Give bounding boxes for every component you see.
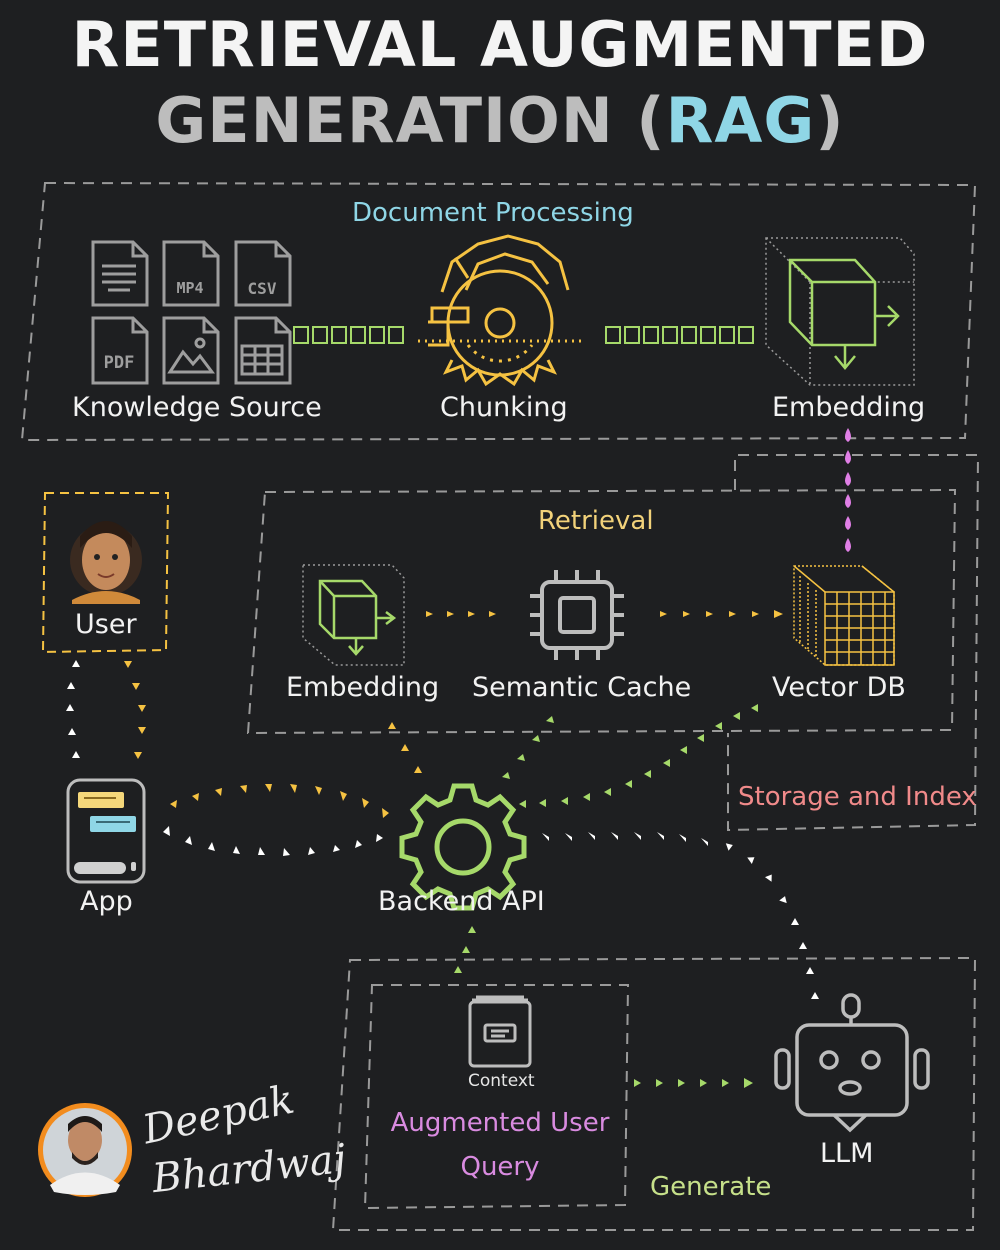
vectordb-to-backend-arrows bbox=[519, 704, 758, 808]
llm-label: LLM bbox=[820, 1138, 874, 1169]
retrieval-border bbox=[246, 488, 957, 735]
embedding-to-vectordb-drops bbox=[845, 428, 851, 552]
title-prefix: GENERATION ( bbox=[155, 84, 666, 157]
embedding-cube-icon-retrieval bbox=[302, 564, 405, 666]
title-line-1: RETRIEVAL AUGMENTED bbox=[71, 8, 929, 81]
augmented-query-label-line1: Augmented User bbox=[390, 1108, 610, 1138]
augmented-query-border bbox=[363, 984, 630, 1210]
embedding-label-top: Embedding bbox=[772, 392, 926, 423]
mp4-file-label: MP4 bbox=[176, 279, 204, 297]
user-to-app-arrows bbox=[124, 661, 146, 759]
vector-db-cube-icon bbox=[793, 565, 895, 666]
llm-to-backend-arrows bbox=[542, 832, 819, 999]
title-suffix: ) bbox=[815, 84, 845, 157]
knowledge-source-label: Knowledge Source bbox=[72, 392, 322, 423]
text-file-icon bbox=[91, 240, 149, 307]
app-to-backend-arrows bbox=[170, 784, 389, 818]
author-avatar bbox=[38, 1103, 132, 1197]
section-label-storage-and-index: Storage and Index bbox=[738, 782, 977, 812]
semantic-cache-chip-icon bbox=[530, 570, 624, 660]
generate-border bbox=[331, 956, 977, 1231]
chunk-boxes-left bbox=[293, 326, 404, 344]
title-rag-highlight: RAG bbox=[665, 84, 816, 157]
csv-file-icon bbox=[234, 240, 292, 307]
context-document-icon bbox=[468, 995, 532, 1068]
image-file-icon bbox=[162, 316, 220, 385]
app-to-user-arrows bbox=[66, 660, 80, 758]
backend-to-embedding-arrows bbox=[388, 722, 422, 773]
user-avatar bbox=[70, 521, 142, 604]
user-label: User bbox=[75, 609, 137, 640]
augmented-query-label-line2: Query bbox=[460, 1152, 540, 1182]
embedding-label-retrieval: Embedding bbox=[286, 672, 440, 703]
semantic-cache-label: Semantic Cache bbox=[472, 672, 692, 703]
llm-robot-icon bbox=[774, 993, 930, 1133]
query-to-llm-arrows bbox=[634, 1078, 753, 1088]
backend-api-label: Backend API bbox=[378, 886, 545, 917]
app-phone-icon bbox=[66, 778, 146, 884]
document-processing-border bbox=[20, 181, 977, 442]
storage-index-border bbox=[727, 454, 980, 832]
pdf-file-icon bbox=[91, 316, 149, 385]
chunking-label: Chunking bbox=[440, 392, 568, 423]
backend-gear-icon bbox=[399, 783, 527, 911]
circular-saw-icon bbox=[418, 234, 582, 387]
chunk-boxes-right bbox=[605, 326, 754, 344]
mp4-file-icon bbox=[162, 240, 220, 307]
app-label: App bbox=[80, 886, 133, 917]
embedding-cube-icon-top bbox=[765, 237, 915, 386]
context-label: Context bbox=[468, 1071, 535, 1091]
user-border bbox=[41, 492, 170, 654]
section-label-generate: Generate bbox=[650, 1172, 772, 1202]
section-label-document-processing: Document Processing bbox=[352, 198, 634, 228]
embedding-to-cache-arrows bbox=[426, 611, 496, 617]
cache-to-backend-arrows bbox=[502, 716, 554, 779]
title-line-2: GENERATION (RAG) bbox=[0, 84, 1000, 157]
backend-to-query-arrows bbox=[454, 926, 476, 973]
backend-to-app-arrows bbox=[163, 826, 383, 856]
csv-file-label: CSV bbox=[247, 279, 277, 298]
spreadsheet-file-icon bbox=[234, 316, 292, 385]
pdf-file-label: PDF bbox=[103, 353, 135, 373]
section-label-retrieval: Retrieval bbox=[538, 506, 654, 536]
cache-to-vectordb-arrows bbox=[660, 610, 783, 618]
vector-db-label: Vector DB bbox=[772, 672, 906, 703]
